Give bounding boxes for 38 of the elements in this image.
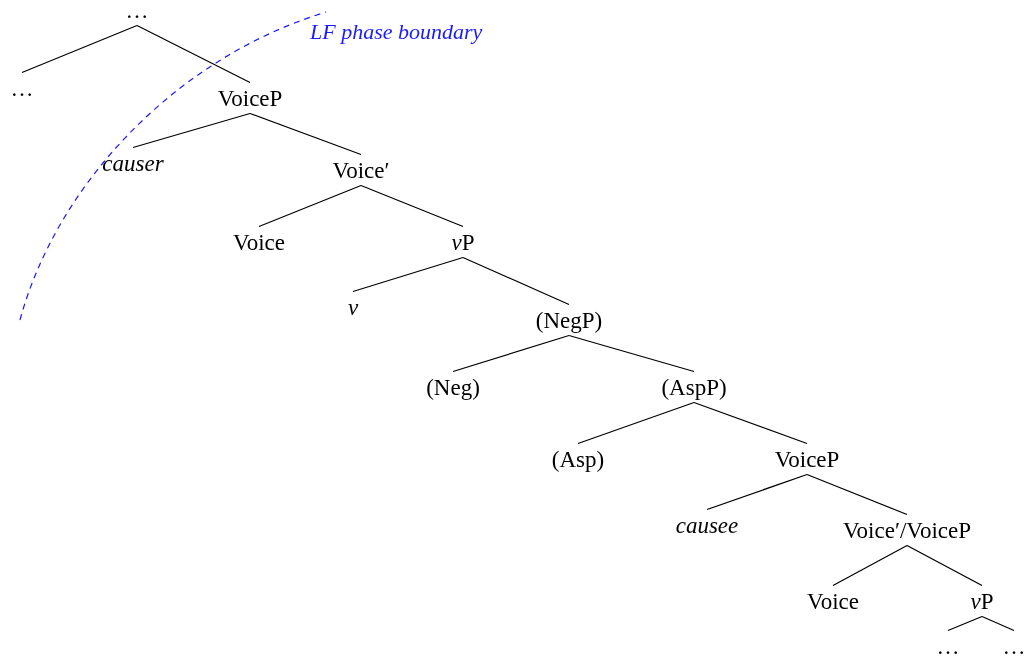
tree-branch	[568, 334, 695, 373]
tree-branch	[832, 544, 908, 587]
tree-node-label: v	[345, 291, 361, 323]
tree-node-label: Voice′	[330, 154, 392, 186]
tree-branch	[249, 112, 362, 156]
tree-branch	[452, 334, 570, 373]
tree-node-label: causer	[100, 147, 166, 179]
tree-branch	[693, 401, 808, 445]
tree-branch	[947, 615, 983, 632]
tree-branch	[352, 256, 464, 293]
tree-node-label: Voice	[805, 585, 861, 617]
tree-branch	[360, 184, 464, 228]
tree-node-label: Voice′/VoiceP	[840, 514, 974, 546]
tree-node-label: …	[123, 0, 151, 26]
tree-branch	[462, 256, 570, 306]
tree-node-label: causee	[673, 509, 741, 541]
tree-branch	[132, 112, 251, 149]
tree-node-label: (Neg)	[424, 371, 482, 403]
tree-node-label: …	[1000, 630, 1028, 662]
tree-node-label: …	[8, 72, 36, 104]
tree-node-label: (Asp)	[549, 443, 607, 475]
tree-node-label: …	[934, 630, 962, 662]
tree-branch	[258, 184, 362, 228]
tree-branch	[706, 473, 808, 511]
tree-node-label: VoiceP	[772, 443, 842, 475]
tree-branch	[136, 24, 251, 84]
tree-node-label: (NegP)	[533, 304, 605, 336]
tree-branch	[577, 401, 695, 445]
tree-branch	[981, 615, 1015, 632]
tree-node-label: VoiceP	[215, 82, 285, 114]
tree-branch	[21, 24, 138, 74]
tree-node-label: (AspP)	[659, 371, 729, 403]
boundary-label: LF phase boundary	[310, 20, 483, 45]
tree-branch	[806, 473, 908, 516]
tree-node-label: vP	[968, 585, 996, 617]
tree-node-label: Voice	[231, 226, 287, 258]
tree-branch	[906, 544, 983, 587]
tree-node-label: vP	[449, 226, 477, 258]
